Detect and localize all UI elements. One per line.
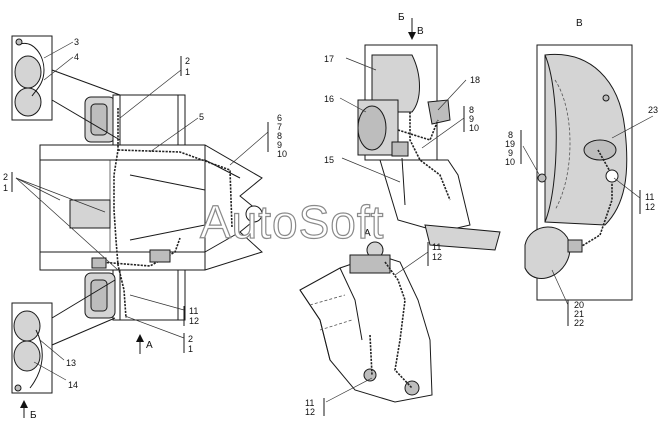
callout-7: 7	[277, 122, 282, 132]
upper-hub-inner	[90, 103, 108, 136]
callout-22: 22	[574, 318, 584, 328]
harness-left	[113, 108, 127, 319]
callout-23: 23	[648, 105, 658, 115]
callout-20: 20	[574, 300, 584, 310]
callout-1: 1	[188, 344, 193, 354]
callout-3: 3	[74, 37, 79, 47]
mount-arm	[379, 159, 471, 233]
callout-14: 14	[68, 380, 78, 390]
lamp-housing-17	[371, 54, 420, 113]
callout-12: 12	[432, 252, 442, 262]
callout-6: 6	[277, 113, 282, 123]
callout-17: 17	[324, 54, 334, 64]
harness-bottom	[99, 237, 181, 267]
callout-13: 13	[66, 358, 76, 368]
headlamp-inset-top	[11, 35, 121, 141]
callout-10: 10	[505, 157, 515, 167]
callout-10: 10	[469, 123, 479, 133]
callout-2: 2	[3, 172, 8, 182]
callout-19: 19	[505, 139, 515, 149]
labels: Б В В А А Б 3 4 2 1 5 2 1 6 7 8 9 10 11 …	[3, 12, 658, 421]
view-v-assembly	[524, 44, 633, 301]
harness-view-a	[384, 261, 413, 389]
switch-18	[427, 99, 451, 125]
headlamp-inset-bottom	[11, 279, 116, 394]
callout-11: 11	[189, 306, 198, 316]
connector-box	[149, 249, 171, 263]
callout-12: 12	[645, 202, 655, 212]
callout-8: 8	[277, 131, 282, 141]
harness-top	[117, 149, 233, 229]
callout-11: 11	[645, 192, 654, 202]
callout-16: 16	[324, 94, 334, 104]
view-label-v-top: В	[417, 26, 424, 37]
callout-12: 12	[305, 407, 315, 417]
callout-8: 8	[508, 130, 513, 140]
view-b-assembly	[357, 44, 501, 251]
callout-9: 9	[277, 140, 282, 150]
ring-marker	[245, 205, 263, 223]
view-arrows	[20, 18, 416, 418]
main-assembly	[39, 94, 263, 321]
callout-11: 11	[305, 398, 314, 408]
callout-5: 5	[199, 112, 204, 122]
upper-mount-block	[112, 94, 186, 146]
watermark: AutoSoft	[200, 196, 384, 248]
view-label-b-top: Б	[398, 12, 405, 23]
view-label-a-arrow: А	[146, 340, 153, 351]
callout-15: 15	[324, 155, 334, 165]
callout-12: 12	[189, 316, 199, 326]
callout-1: 1	[3, 183, 8, 193]
leader-lines	[11, 41, 654, 416]
callout-4: 4	[74, 52, 79, 62]
callout-18: 18	[470, 75, 480, 85]
view-label-b-bottom: Б	[30, 410, 37, 421]
callout-10: 10	[277, 149, 287, 159]
mount-foot	[424, 224, 501, 251]
callout-21: 21	[574, 309, 584, 319]
view-label-v-right: В	[576, 18, 583, 29]
callout-9: 9	[469, 114, 474, 124]
view-a-assembly	[299, 241, 433, 403]
view-label-a-center: А	[364, 228, 371, 239]
callout-11: 11	[432, 242, 441, 252]
callout-8: 8	[469, 105, 474, 115]
callout-2: 2	[185, 56, 190, 66]
callout-9: 9	[508, 148, 513, 158]
callout-1: 1	[185, 67, 190, 77]
frame-window	[69, 199, 111, 229]
callout-2: 2	[188, 334, 193, 344]
